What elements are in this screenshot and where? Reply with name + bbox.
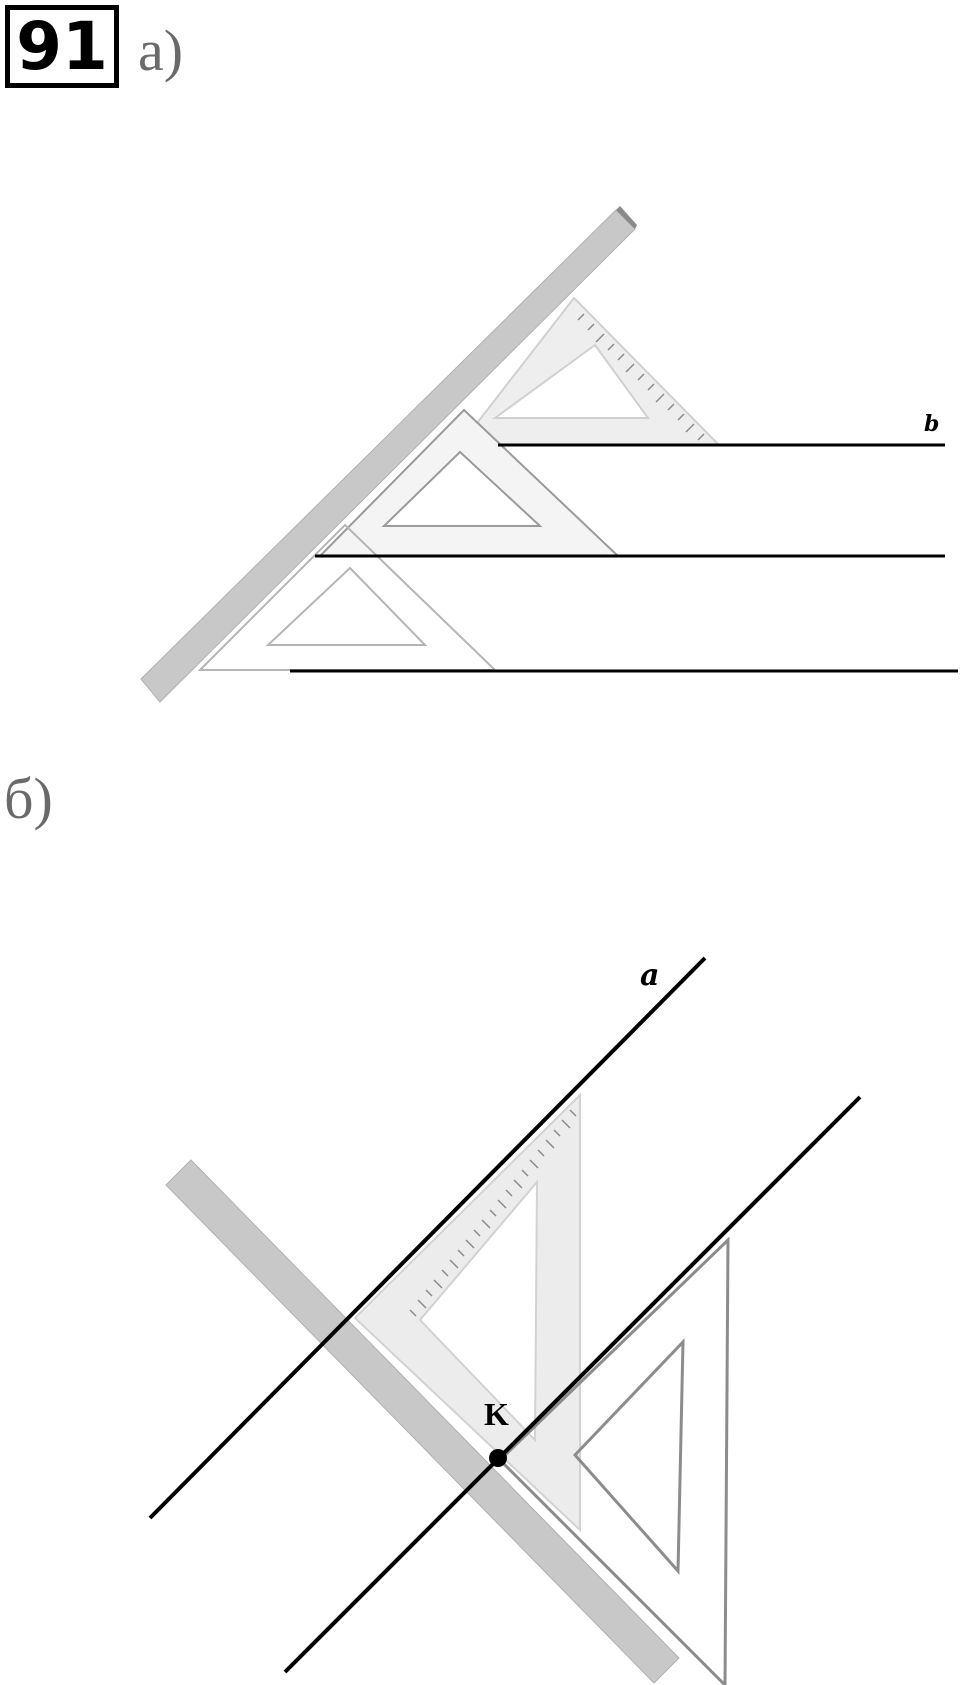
set-square-outline — [497, 1236, 730, 1685]
scale-ticks-upper — [577, 313, 705, 441]
set-square-scaled — [353, 1092, 581, 1533]
problem-number: 91 — [5, 5, 119, 88]
line-a — [148, 956, 707, 1520]
part-a-diagram: b — [140, 206, 958, 703]
constructed-parallel-line — [283, 1095, 862, 1674]
scale-ticks-b — [409, 1109, 577, 1317]
ruler-b — [165, 1159, 680, 1684]
line-a-label: a — [640, 958, 659, 993]
part-b-label: б) — [4, 766, 53, 831]
point-k-label: K — [484, 1396, 509, 1432]
set-square-upper — [457, 296, 722, 446]
line-b-label: b — [924, 411, 939, 437]
part-a-label: а) — [138, 18, 184, 83]
point-k — [489, 1449, 507, 1467]
part-b-diagram: a K — [148, 956, 862, 1685]
ruler-a — [140, 206, 637, 703]
